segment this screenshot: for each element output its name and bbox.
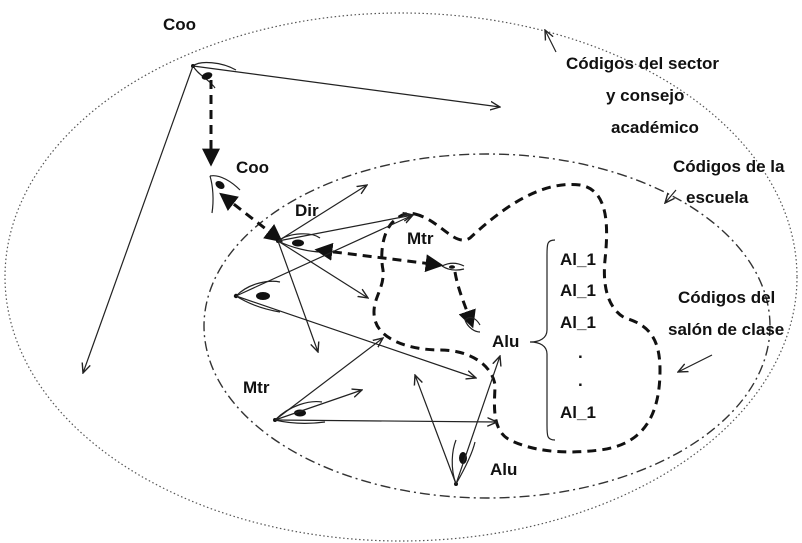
dir-arrow-4 [277, 240, 318, 352]
alu-small-eye-icon [464, 316, 481, 333]
classroom-boundary [372, 182, 662, 454]
sector-boundary [4, 12, 798, 542]
alu-bottom-arrow-1 [415, 375, 457, 485]
sector-pointer-arrow [545, 30, 557, 53]
coo-top-label: Coo [163, 15, 196, 34]
alu-right-label: Alu [492, 332, 519, 351]
coo-mid-eye-icon [209, 175, 241, 214]
coo-top-arrow-down [83, 65, 194, 373]
student-item: Al_1 [560, 281, 596, 300]
coo-mid-label: Coo [236, 158, 269, 177]
school-caption-line-1: Códigos de la [673, 157, 785, 176]
mtr-bottom-arrow-1 [274, 338, 383, 421]
school-boundary [203, 153, 771, 499]
student-item-ellipsis: . [578, 371, 583, 390]
mtr-left-eye-icon [233, 280, 281, 313]
dir-arrow-2 [277, 215, 413, 242]
dir-mtr-link-dashed [314, 242, 444, 273]
alu-bottom-arrow-2 [455, 356, 500, 485]
sector-caption-line-1: Códigos del sector [566, 54, 719, 73]
school-caption-line-2: escuela [686, 188, 749, 207]
mtr-alu-link-dashed [453, 271, 476, 329]
mtr-bottom-arrow-2 [274, 390, 362, 421]
sector-caption-line-3: académico [611, 118, 699, 137]
classroom-pointer-arrow [678, 354, 713, 372]
alu-bottom-label: Alu [490, 460, 517, 479]
school-pointer-arrow [665, 189, 677, 203]
mtr-left-arrow-2 [235, 295, 476, 378]
student-item-ellipsis: . [578, 343, 583, 362]
dir-arrow-1 [277, 185, 367, 242]
student-item: Al_1 [560, 313, 596, 332]
coo-dir-link-dashed [219, 192, 283, 243]
student-list-brace [529, 239, 556, 441]
dir-label: Dir [295, 201, 319, 220]
alu-bottom-eye-icon [451, 439, 476, 486]
coo-top-arrow-right [192, 65, 500, 107]
student-item: Al_1 [560, 250, 596, 269]
classroom-caption-line-1: Códigos del [678, 288, 775, 307]
classroom-caption-line-2: salón de clase [668, 320, 784, 339]
mtr-top-eye-icon [441, 262, 465, 271]
mtr-bottom-label: Mtr [243, 378, 270, 397]
student-item: Al_1 [560, 403, 596, 422]
mtr-top-label: Mtr [407, 229, 434, 248]
sector-caption-line-2: y consejo [606, 86, 684, 105]
mtr-left-arrow-1 [235, 215, 413, 297]
mtr-bottom-arrow-3 [274, 420, 497, 422]
